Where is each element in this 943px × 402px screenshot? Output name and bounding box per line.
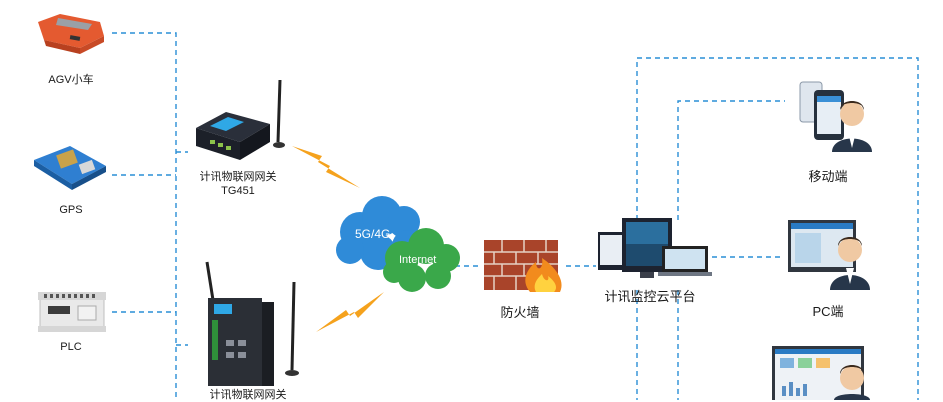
device-label-plc: PLC <box>60 341 82 353</box>
gateway-top-label: 计讯物联网网关 TG451 <box>188 170 288 198</box>
wireless-bolt-icon <box>292 146 360 188</box>
monitor-platform-icon <box>598 218 712 278</box>
client-label-mobile: 移动端 <box>808 169 848 184</box>
connector-lines <box>112 32 919 400</box>
client-label-pc: PC端 <box>812 304 844 319</box>
wireless-bolt-bottom-icon <box>316 292 384 332</box>
device-label-gps: GPS <box>59 204 83 216</box>
plc-icon <box>38 292 106 332</box>
gateway-top-name: 计讯物联网网关 <box>199 171 277 183</box>
gps-module-icon <box>34 146 106 190</box>
gateway-router-icon <box>196 79 285 160</box>
pc-client-icon <box>788 220 870 290</box>
mobile-client-icon <box>799 81 872 152</box>
cloud-icon <box>336 196 460 292</box>
gateway-bottom-label: 计讯物联网网关 <box>209 389 287 401</box>
industrial-gateway-icon <box>205 261 299 386</box>
firewall-icon <box>484 240 562 292</box>
cloud-5g-label: 5G/4G <box>355 227 391 241</box>
firewall-label: 防火墙 <box>500 305 540 320</box>
gateway-top-model: TG451 <box>221 185 255 197</box>
device-label-agv: AGV小车 <box>48 74 94 86</box>
agv-cart-icon <box>38 14 104 54</box>
cloud-internet-label: Internet <box>399 254 437 266</box>
dashboard-client-icon <box>772 346 870 400</box>
platform-label: 计讯监控云平台 <box>604 289 696 304</box>
